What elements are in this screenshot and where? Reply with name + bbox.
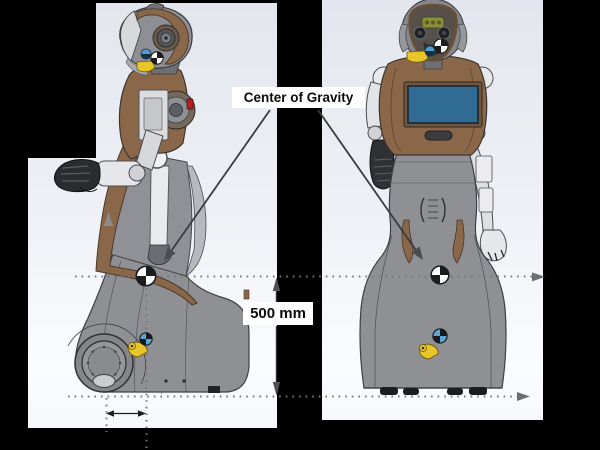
leader-line-left xyxy=(166,109,271,258)
main-cog-marker-side xyxy=(135,265,157,287)
offset-dimension-arrow xyxy=(106,410,146,417)
side-wheel xyxy=(74,333,134,393)
center-of-gravity-label: Center of Gravity xyxy=(232,87,365,108)
secondary-cog-marker-front xyxy=(432,328,448,344)
datum-lines xyxy=(68,272,545,448)
side-base-foot xyxy=(208,386,220,393)
front-chest-screen xyxy=(407,85,479,124)
front-speaker-slot xyxy=(424,130,453,141)
head-cog-marker-front xyxy=(433,38,449,54)
front-wheel-pad xyxy=(380,387,398,395)
leader-arrowhead-icon xyxy=(164,247,176,261)
secondary-cog-marker-side xyxy=(139,332,153,346)
cog-leader-arrows xyxy=(164,109,423,261)
height-dimension-label: 500 mm xyxy=(243,302,313,325)
side-upper-arm xyxy=(135,129,164,171)
front-wheel-pad xyxy=(447,388,463,395)
datum-arrow-icon xyxy=(532,272,545,282)
front-wheel-pad xyxy=(403,388,419,395)
robot-side-view xyxy=(54,3,250,394)
side-red-switch xyxy=(186,98,194,110)
robot-front-view xyxy=(359,0,507,395)
cog-markers xyxy=(127,38,450,360)
front-yellow-part xyxy=(406,50,429,63)
front-wheel-pad xyxy=(469,387,487,395)
side-yellow-part xyxy=(136,60,156,73)
main-cog-marker-front xyxy=(430,265,450,285)
head-cog-marker-side xyxy=(150,51,164,65)
leader-line-right xyxy=(317,109,421,257)
side-face-plate xyxy=(120,10,142,62)
small-up-arrow-icon xyxy=(104,212,113,226)
leader-arrowhead-icon xyxy=(411,246,423,260)
datum-arrow-icon xyxy=(517,392,530,401)
side-hand-glove xyxy=(54,159,101,193)
height-dimension-line xyxy=(272,277,281,396)
